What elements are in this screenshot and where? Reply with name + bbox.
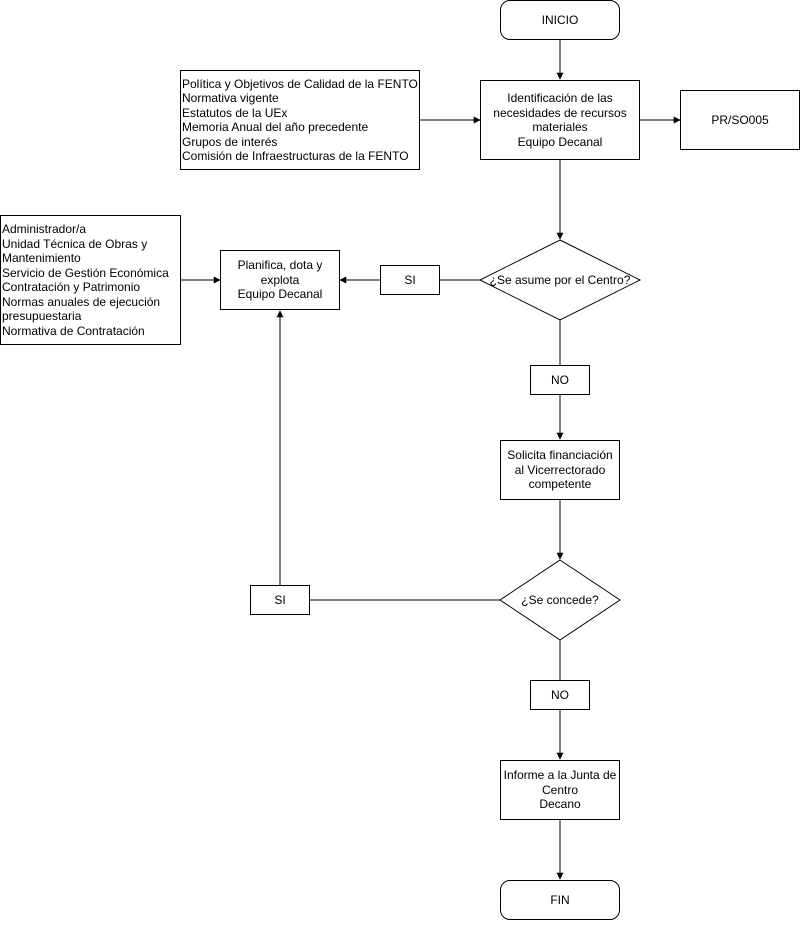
decision-concede-text: ¿Se concede?: [521, 593, 599, 607]
input-line: Normas anuales de ejecución presupuestar…: [2, 294, 161, 324]
input-line: Política y Objetivos de Calidad de la FE…: [182, 76, 418, 91]
si-label-box-2: SI: [250, 585, 310, 615]
input-line: Grupos de interés: [182, 134, 278, 149]
si-label-box-1: SI: [380, 265, 440, 295]
end-label: FIN: [550, 892, 570, 907]
input-line: Contratación y Patrimonio: [2, 280, 141, 294]
input-line: Normativa vigente: [182, 91, 279, 105]
inputs-top-box: Política y Objetivos de Calidad de la FE…: [180, 70, 420, 170]
input-line: Unidad Técnica de Obras y Mantenimiento: [2, 236, 148, 266]
decision-centro-text: ¿Se asume por el Centro?: [489, 273, 631, 287]
input-line: Comisión de Infraestructuras de la FENTO: [182, 149, 409, 163]
start-node: INICIO: [500, 0, 620, 40]
process-line: necesidades de recursos: [493, 105, 627, 120]
input-line: Estatutos de la UEx: [182, 105, 288, 120]
si-label-1: SI: [404, 272, 416, 287]
process-line: materiales: [532, 120, 588, 134]
process-line: Equipo Decanal: [237, 287, 323, 302]
si-label-2: SI: [274, 592, 286, 607]
start-label: INICIO: [541, 12, 579, 27]
end-node: FIN: [500, 880, 620, 920]
solicita-process: Solicita financiación al Vicerrectorado …: [500, 440, 620, 500]
no-label-1: NO: [551, 372, 569, 387]
process-line: Informe a la Junta de: [503, 768, 617, 783]
process-line: al Vicerrectorado: [514, 462, 606, 477]
decision-concede-label: ¿Se concede?: [500, 585, 620, 615]
no-label-box-2: NO: [530, 680, 590, 710]
input-line: Normativa de Contratación: [2, 323, 145, 338]
no-label-2: NO: [551, 687, 569, 702]
inputs-left-box: Administrador/a Unidad Técnica de Obras …: [0, 215, 181, 345]
input-line: Memoria Anual del año precedente: [182, 120, 369, 134]
planifica-process: Planifica, dota y explota Equipo Decanal: [220, 250, 340, 310]
informe-process: Informe a la Junta de Centro Decano: [500, 760, 620, 820]
input-line: Administrador/a: [2, 222, 87, 236]
no-label-box-1: NO: [530, 365, 590, 395]
identificacion-process: Identificación de las necesidades de rec…: [480, 80, 640, 160]
process-line: explota: [260, 272, 300, 287]
process-line: Equipo Decanal: [517, 134, 603, 149]
process-line: Solicita financiación: [507, 448, 613, 463]
decision-centro-label: ¿Se asume por el Centro?: [480, 265, 640, 295]
decision-centro-diamond: [478, 239, 642, 321]
process-line: Planifica, dota y: [237, 258, 323, 273]
decision-concede-diamond: [499, 559, 621, 641]
predefined-process-prso005: PR/SO005: [680, 90, 800, 150]
process-line: Centro: [541, 782, 579, 797]
input-line: Servicio de Gestión Económica: [2, 265, 169, 280]
process-line: Decano: [539, 797, 581, 812]
process-line: competente: [528, 477, 592, 492]
predefined-process-label: PR/SO005: [711, 112, 769, 127]
process-line: Identificación de las: [507, 91, 613, 105]
